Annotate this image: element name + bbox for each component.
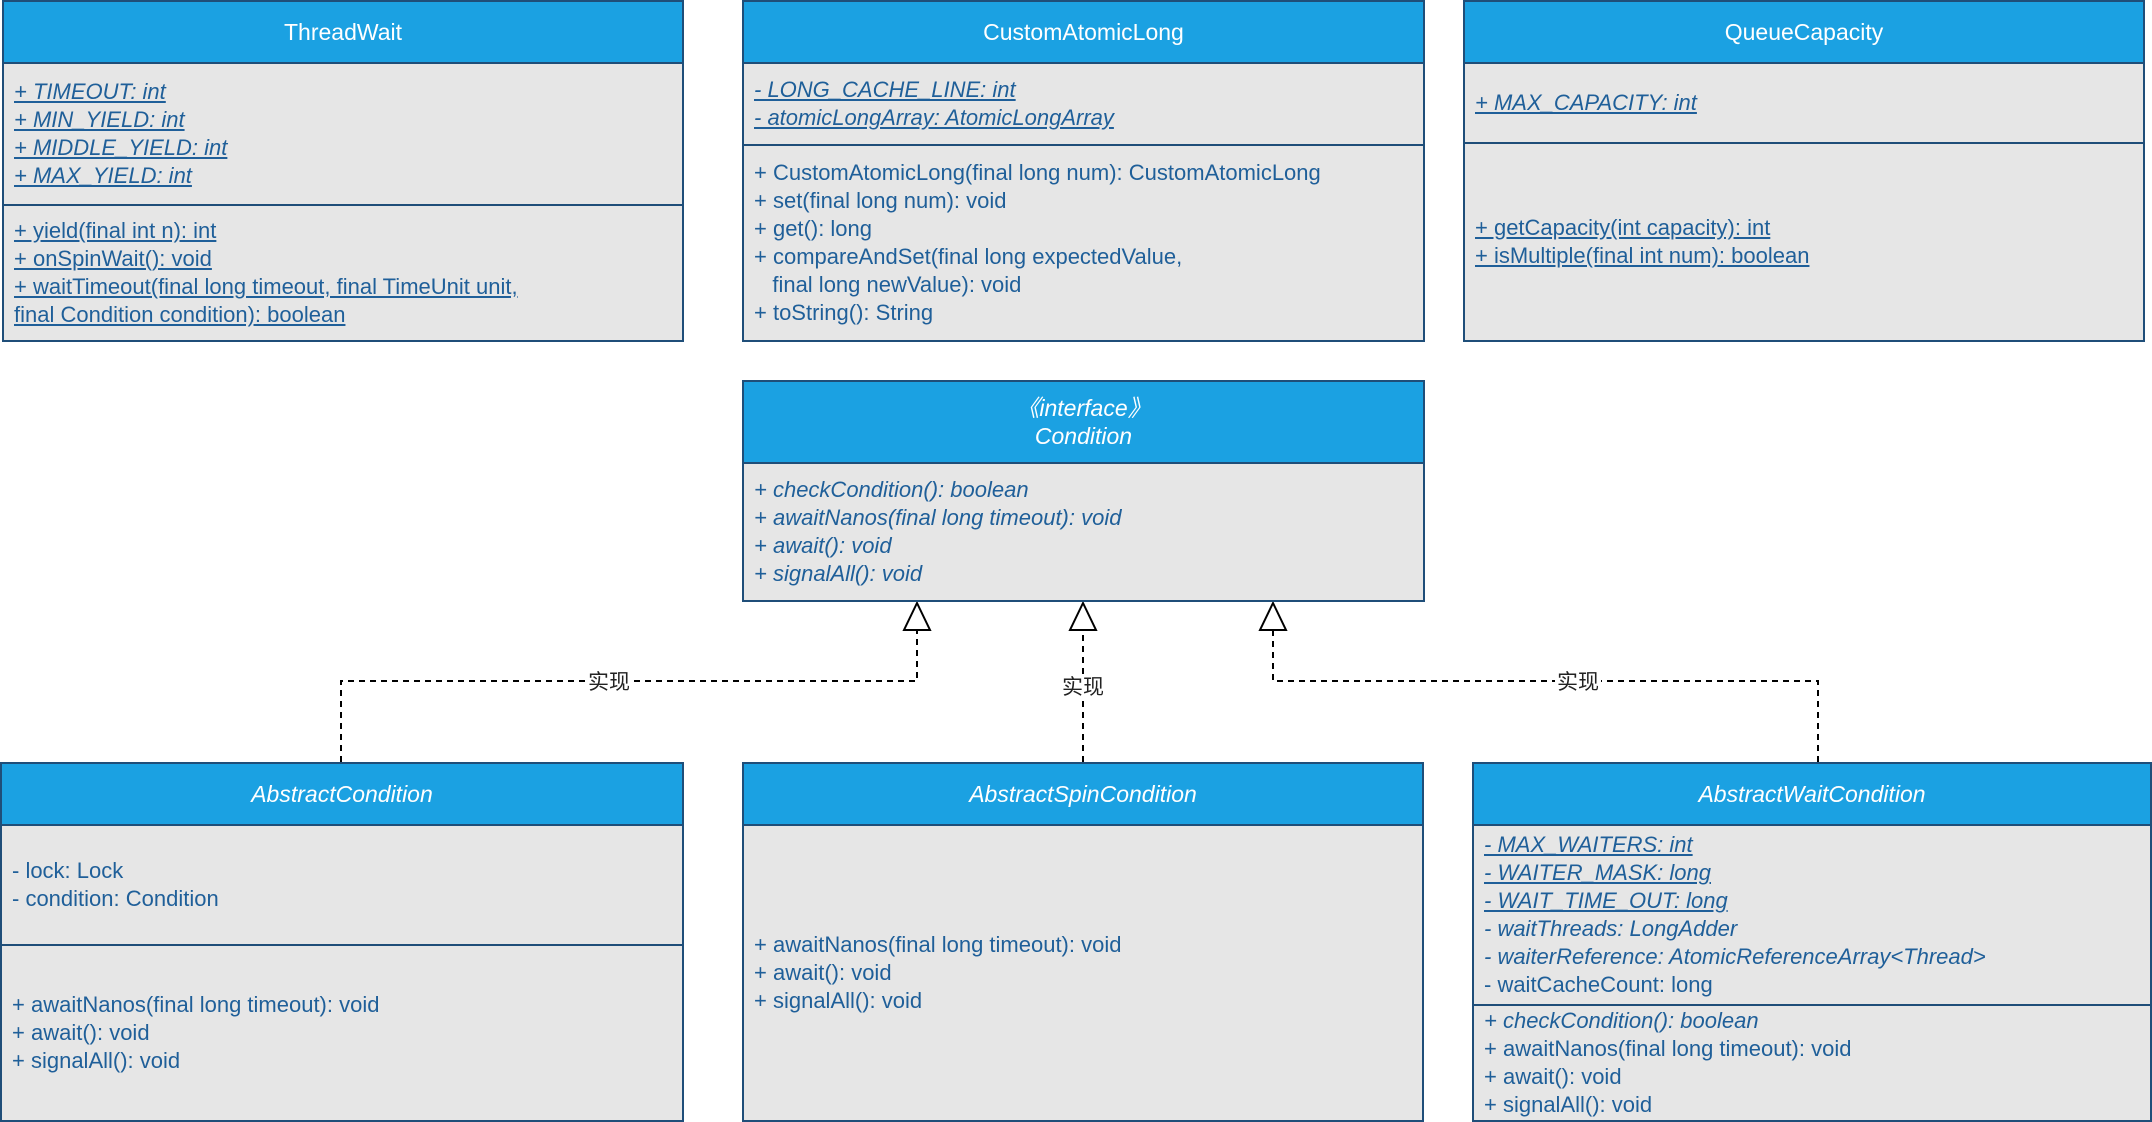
class-name: AbstractCondition: [251, 781, 433, 807]
method: + awaitNanos(final long timeout): void: [1484, 1036, 1852, 1061]
attributes-section: - lock: Lock - condition: Condition: [2, 826, 682, 944]
class-name: AbstractWaitCondition: [1698, 781, 1926, 807]
class-abstractwaitcondition[interactable]: AbstractWaitCondition - MAX_WAITERS: int…: [1472, 762, 2152, 1122]
edge-label-middle: 实现: [1060, 674, 1106, 700]
attribute: + MIDDLE_YIELD: int: [14, 135, 228, 160]
class-name: Condition: [1034, 423, 1133, 449]
attribute: - atomicLongArray: AtomicLongArray: [754, 105, 1114, 130]
method: + checkCondition(): boolean: [1484, 1008, 1759, 1033]
attribute: - waiterReference: AtomicReferenceArray<…: [1484, 944, 1986, 969]
class-queuecapacity[interactable]: QueueCapacity + MAX_CAPACITY: int + getC…: [1463, 0, 2145, 342]
edge-abstractwaitcondition-to-condition: [1272, 630, 1819, 762]
attribute: - MAX_WAITERS: int: [1484, 832, 1693, 857]
class-header: AbstractWaitCondition: [1474, 764, 2150, 826]
class-threadwait[interactable]: ThreadWait + TIMEOUT: int + MIN_YIELD: i…: [2, 0, 684, 342]
edge-abstractcondition-to-condition: [340, 630, 918, 762]
edge-label-right: 实现: [1555, 669, 1601, 695]
class-name: QueueCapacity: [1724, 19, 1884, 45]
realization-arrowhead-left: [902, 600, 932, 631]
method: + awaitNanos(final long timeout): void: [754, 505, 1122, 530]
method: + checkCondition(): boolean: [754, 477, 1029, 502]
methods-section: + checkCondition(): boolean + awaitNanos…: [744, 464, 1423, 600]
method: + yield(final int n): int: [14, 218, 217, 243]
attribute: - WAITER_MASK: long: [1484, 860, 1711, 885]
methods-section: + awaitNanos(final long timeout): void +…: [2, 944, 682, 1120]
attributes-section: + TIMEOUT: int + MIN_YIELD: int + MIDDLE…: [4, 64, 682, 204]
method: + signalAll(): void: [754, 988, 923, 1013]
attribute: - lock: Lock: [12, 858, 124, 883]
method: + CustomAtomicLong(final long num): Cust…: [754, 160, 1321, 185]
method: final long newValue): void: [754, 272, 1022, 297]
realization-arrowhead-right: [1258, 600, 1288, 631]
methods-section: + CustomAtomicLong(final long num): Cust…: [744, 144, 1423, 340]
class-header: QueueCapacity: [1465, 2, 2143, 64]
class-name: ThreadWait: [283, 19, 403, 45]
attribute: + MAX_CAPACITY: int: [1475, 90, 1697, 115]
method: + waitTimeout(final long timeout, final …: [14, 274, 518, 299]
method: + await(): void: [754, 960, 892, 985]
class-header: 《interface》 Condition: [744, 382, 1423, 464]
class-header: CustomAtomicLong: [744, 2, 1423, 64]
method: + await(): void: [12, 1020, 150, 1045]
attribute: - waitCacheCount: long: [1484, 972, 1713, 997]
class-header: AbstractCondition: [2, 764, 682, 826]
method: + set(final long num): void: [754, 188, 1007, 213]
class-name: AbstractSpinCondition: [969, 781, 1197, 807]
method: + signalAll(): void: [12, 1048, 181, 1073]
method: + get(): long: [754, 216, 873, 241]
methods-section: + yield(final int n): int + onSpinWait()…: [4, 204, 682, 340]
method: + isMultiple(final int num): boolean: [1475, 243, 1810, 268]
methods-section: + checkCondition(): boolean + awaitNanos…: [1474, 1004, 2150, 1120]
attributes-section: - MAX_WAITERS: int - WAITER_MASK: long -…: [1474, 826, 2150, 1004]
class-abstractcondition[interactable]: AbstractCondition - lock: Lock - conditi…: [0, 762, 684, 1122]
method: + await(): void: [754, 533, 892, 558]
interface-condition[interactable]: 《interface》 Condition + checkCondition()…: [742, 380, 1425, 602]
method: + awaitNanos(final long timeout): void: [754, 932, 1122, 957]
realization-arrowhead-middle: [1068, 600, 1098, 631]
attribute: - waitThreads: LongAdder: [1484, 916, 1738, 941]
method: + await(): void: [1484, 1064, 1622, 1089]
class-customatomiclong[interactable]: CustomAtomicLong - LONG_CACHE_LINE: int …: [742, 0, 1425, 342]
methods-section: + awaitNanos(final long timeout): void +…: [744, 826, 1422, 1120]
method: + toString(): String: [754, 300, 934, 325]
stereotype-label: 《interface》: [1016, 395, 1151, 421]
method: + onSpinWait(): void: [14, 246, 212, 271]
attributes-section: + MAX_CAPACITY: int: [1465, 64, 2143, 142]
class-abstractspincondition[interactable]: AbstractSpinCondition + awaitNanos(final…: [742, 762, 1424, 1122]
attribute: - condition: Condition: [12, 886, 219, 911]
method: + getCapacity(int capacity): int: [1475, 215, 1771, 240]
attribute: + MIN_YIELD: int: [14, 107, 185, 132]
class-header: AbstractSpinCondition: [744, 764, 1422, 826]
class-header: ThreadWait: [4, 2, 682, 64]
class-name: CustomAtomicLong: [983, 19, 1184, 45]
method: + signalAll(): void: [754, 561, 923, 586]
method: + awaitNanos(final long timeout): void: [12, 992, 380, 1017]
attribute: - LONG_CACHE_LINE: int: [754, 77, 1016, 102]
method: + compareAndSet(final long expectedValue…: [754, 244, 1183, 269]
method: final Condition condition): boolean: [14, 302, 346, 327]
method: + signalAll(): void: [1484, 1092, 1653, 1117]
attribute: + MAX_YIELD: int: [14, 163, 192, 188]
methods-section: + getCapacity(int capacity): int + isMul…: [1465, 142, 2143, 340]
attributes-section: - LONG_CACHE_LINE: int - atomicLongArray…: [744, 64, 1423, 144]
edge-label-left: 实现: [586, 669, 632, 695]
attribute: - WAIT_TIME_OUT: long: [1484, 888, 1728, 913]
attribute: + TIMEOUT: int: [14, 79, 166, 104]
